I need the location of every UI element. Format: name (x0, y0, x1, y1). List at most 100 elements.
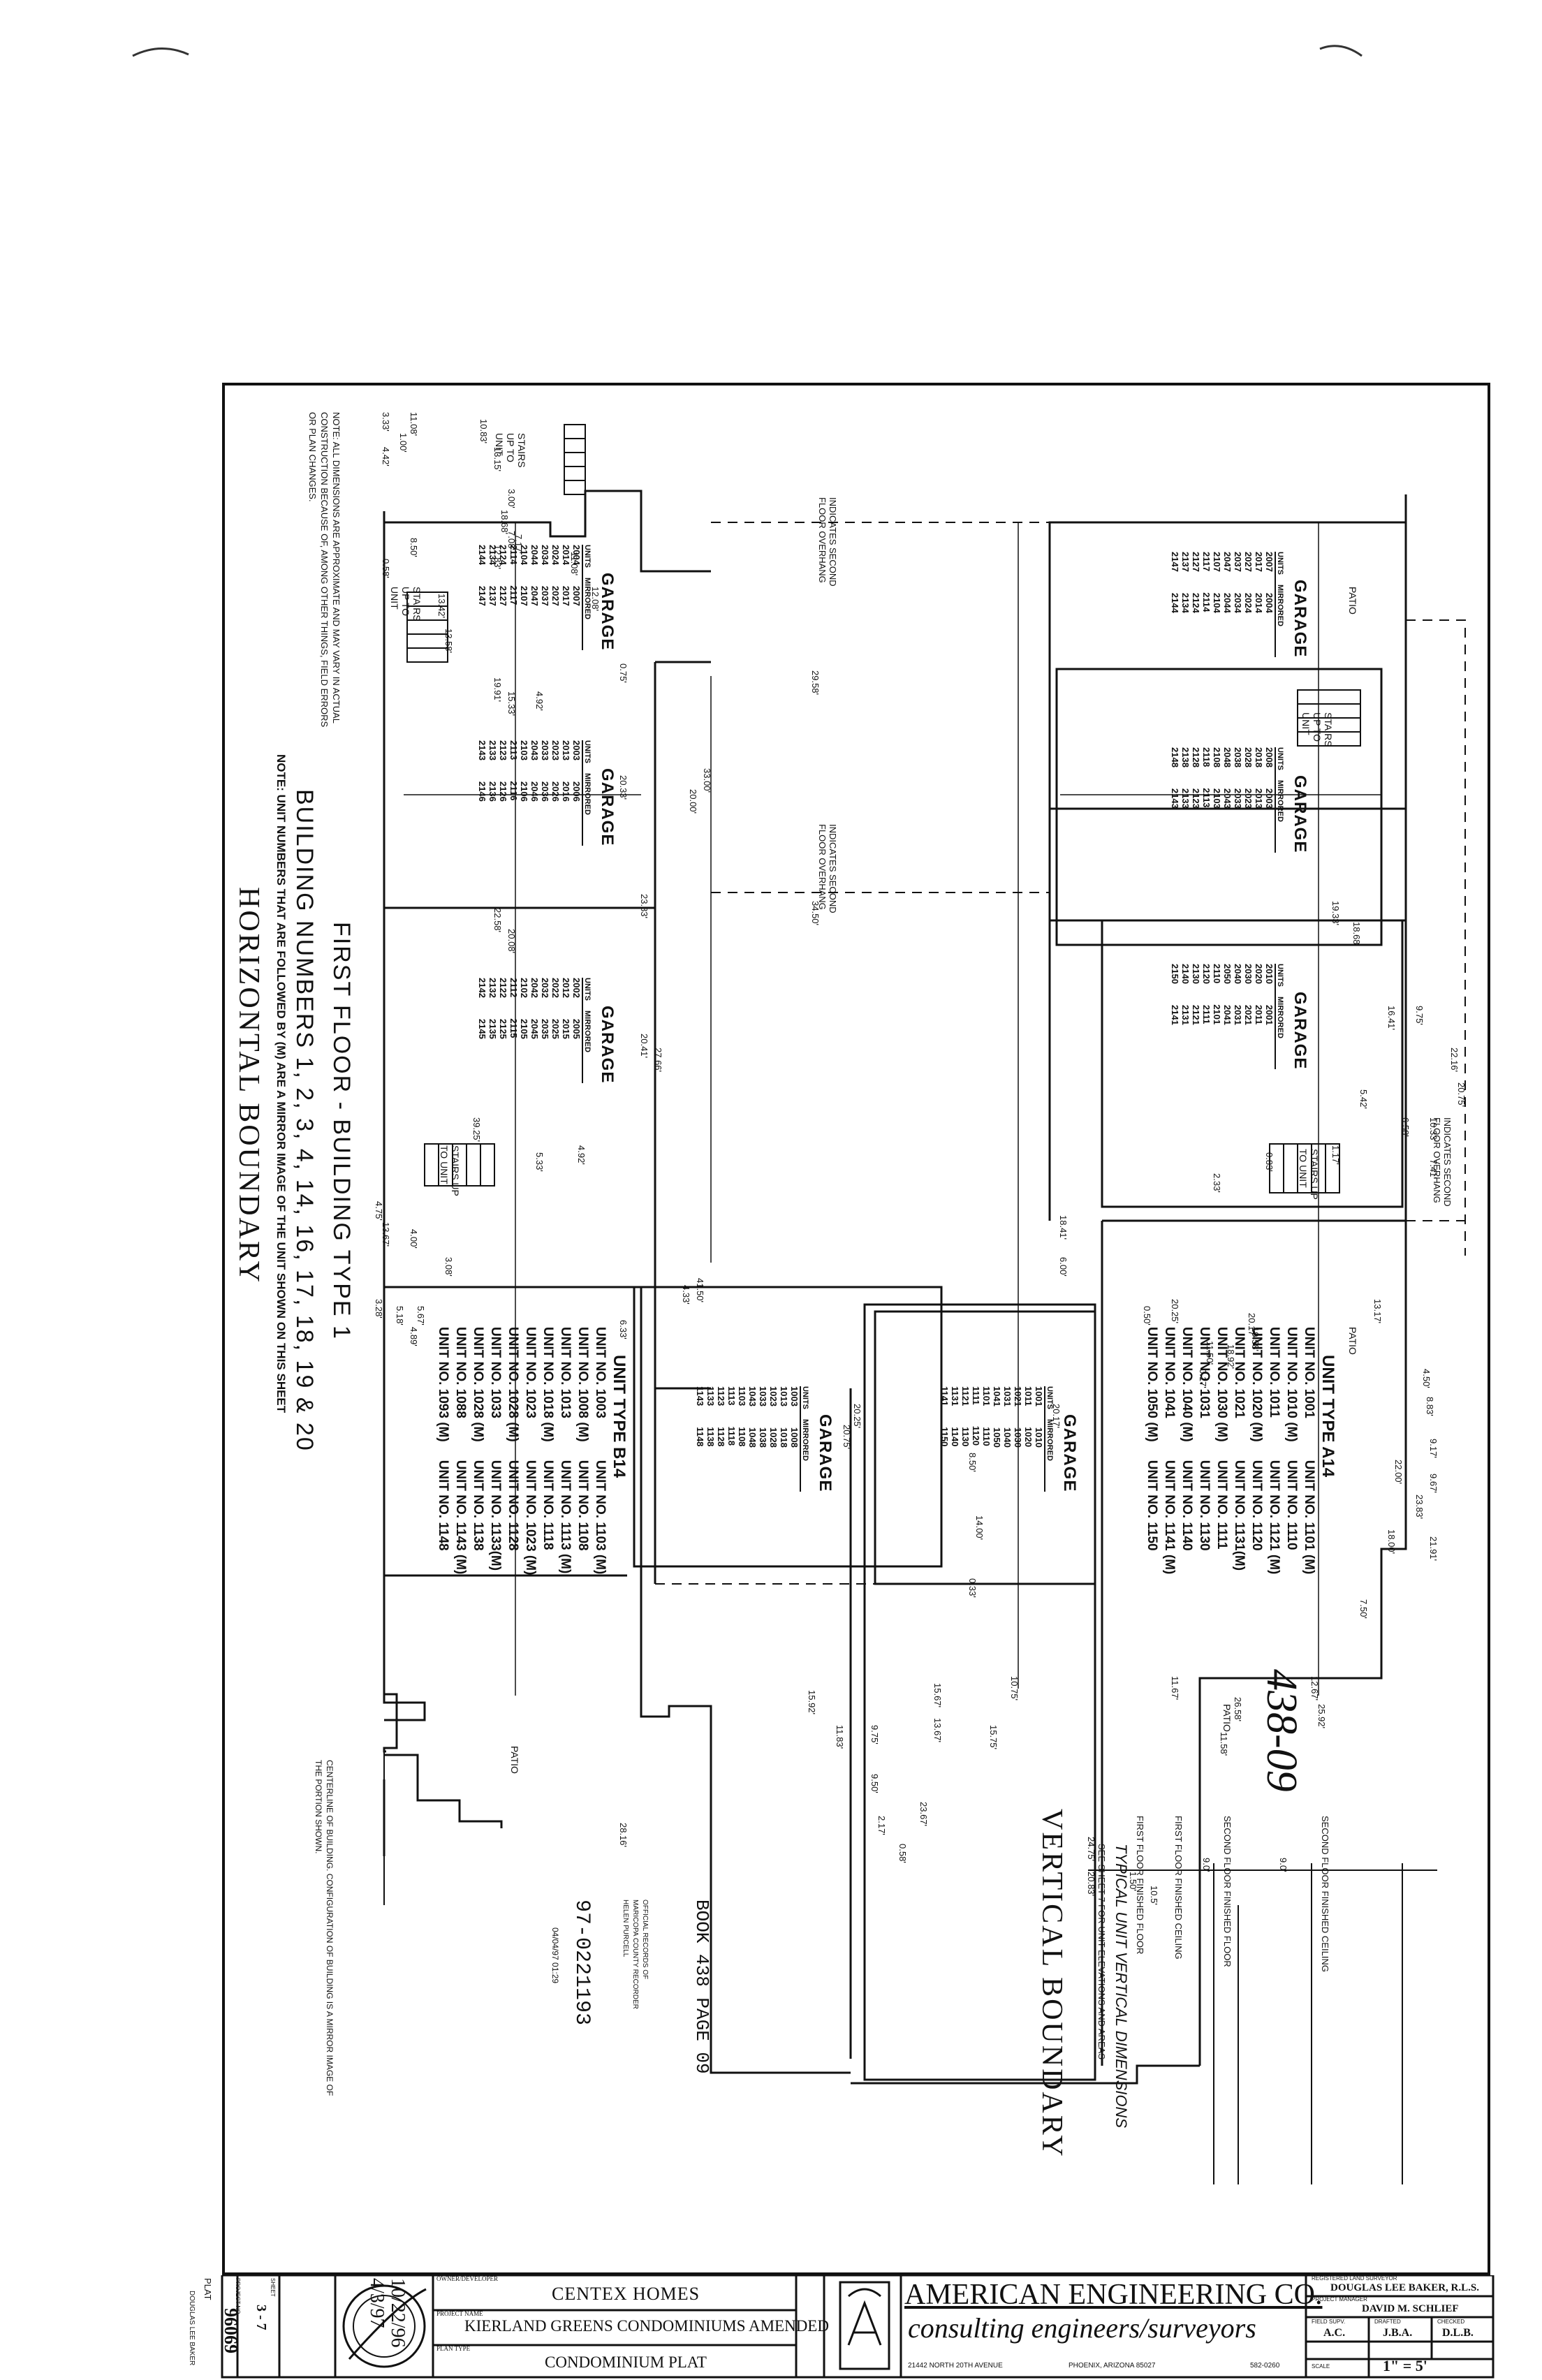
garage-unit-mirrored: 2121 (1191, 1004, 1201, 1025)
garage-unit: 2138 (1180, 747, 1191, 767)
dimension-label: 15.92' (807, 1690, 817, 1715)
garage-unit-mirrored: 1038 (758, 1427, 768, 1448)
garage-header-cell: MIRRORED (1276, 780, 1284, 822)
dimension-label: 0.17' (1198, 1369, 1208, 1388)
dimension-label: 29.58' (810, 670, 821, 696)
garage-unit: 2047 (1222, 552, 1233, 572)
garage-unit-mirrored: 2124 (1191, 592, 1201, 613)
date: 4/3/97 (366, 2278, 388, 2328)
dimension-label: 27.66' (653, 1048, 663, 1073)
garage-unit: 2117 (1201, 552, 1212, 572)
garage-unit-mirrored: 2105 (519, 1018, 529, 1039)
garage-unit: 2137 (1180, 552, 1191, 572)
typical-dims-value: 9.0' (1278, 1858, 1288, 1872)
garage-unit-mirrored: 2034 (1233, 592, 1243, 613)
garage-unit: 2007 (1264, 552, 1275, 572)
dimension-label: 14.00' (974, 1515, 985, 1541)
manager-caption: PROJECT MANAGER (1312, 2296, 1367, 2302)
garage-unit-mirrored: 2001 (1264, 1004, 1275, 1025)
dimension-label: 0.75' (618, 663, 629, 683)
dimension-label: 20.25' (852, 1404, 862, 1429)
dimension-label: 22.58' (492, 908, 503, 933)
sheet-caption: SHEET (270, 2278, 276, 2297)
dimension-label: 11.83' (835, 1725, 845, 1749)
garage-unit: 2120 (1201, 964, 1212, 984)
dimension-label: 4.75' (374, 1201, 384, 1221)
dimension-label: 19.33' (1330, 901, 1341, 926)
garage-header-cell: UNITS (1276, 964, 1284, 987)
unit-number: UNIT NO. 1033 (488, 1327, 503, 1418)
unit-number: UNIT NO. 1103 (M) (593, 1460, 608, 1575)
typical-dims-label: SECOND FLOOR FINISHED CEILING (1320, 1816, 1330, 1972)
garage-unit-mirrored: 2141 (1170, 1004, 1180, 1025)
unit-number: UNIT NO. 1093 (M) (436, 1327, 450, 1442)
garage-unit-mirrored: 2145 (477, 1018, 487, 1039)
typical-dims-subtitle: SEE SHEET 7 FOR UNIT ELEVATIONS AND AREA… (1096, 1844, 1107, 2059)
garage-header-cell: UNITS (583, 545, 592, 568)
dimension-label: 8.83' (1425, 1397, 1435, 1416)
dimension-label: 8.50' (409, 538, 419, 557)
garage-unit-mirrored: 2046 (529, 781, 540, 802)
garage-header-cell: MIRRORED (801, 1419, 809, 1461)
garage-unit: 1023 (768, 1386, 779, 1406)
garage-unit: 2018 (1254, 747, 1264, 767)
garage-unit: 2027 (1243, 552, 1254, 572)
garage-unit: 2133 (487, 740, 498, 761)
garage-unit-mirrored: 2117 (508, 585, 519, 605)
garage-unit: 1103 (737, 1386, 747, 1406)
garage-unit: 2150 (1170, 964, 1180, 984)
dimension-label: 15.67' (932, 1683, 943, 1708)
garage-unit: 2034 (540, 545, 550, 565)
dimension-label: 0.50' (1142, 1306, 1152, 1325)
garage-title: GARAGE (1060, 1414, 1079, 1492)
stair-hatching (406, 424, 1361, 1193)
garage-unit-mirrored: 1050 (992, 1427, 1002, 1448)
recording-official: OFFICIAL RECORDS OF MARICOPA COUNTY RECO… (622, 1900, 649, 2009)
garage-unit: 1121 (960, 1386, 971, 1406)
garage-unit: 2050 (1222, 964, 1233, 984)
dimension-label: 12.08' (590, 587, 601, 612)
dimension-label: 13.58' (443, 629, 454, 654)
garage-unit-mirrored: 2036 (540, 781, 550, 802)
unit-type-b14-title: UNIT TYPE B14 (610, 1355, 629, 1478)
dimension-label: 10.75' (1009, 1676, 1020, 1701)
unit-number: UNIT NO. 1113 (M) (558, 1460, 573, 1574)
garage-unit-mirrored: 1110 (981, 1427, 992, 1446)
dimension-label: 23.83' (639, 894, 649, 919)
garage-unit-mirrored: 2103 (1212, 788, 1222, 809)
unit-number: UNIT NO. 1118 (541, 1460, 555, 1550)
typical-dims-value: 10.5' (1149, 1886, 1159, 1905)
garage-unit: 1021 (1013, 1386, 1023, 1406)
garage-unit-mirrored: 2126 (498, 781, 508, 802)
garage-unit-mirrored: 2131 (1180, 1004, 1191, 1025)
unit-number: UNIT NO. 1120 (1249, 1460, 1264, 1551)
sheet-title: FIRST FLOOR - BUILDING TYPE 1 (328, 922, 355, 1340)
garage-header-cell: UNITS (1276, 747, 1284, 770)
dimension-label: 1.17' (1330, 1145, 1341, 1165)
garage-unit: 2048 (1222, 747, 1233, 767)
dimension-label: 20.17' (1051, 1404, 1062, 1429)
unit-number: UNIT NO. 1028 (M) (506, 1327, 520, 1442)
dimension-label: 11.08' (409, 412, 419, 436)
garage-unit-mirrored: 2107 (519, 585, 529, 606)
garage-unit-mirrored: 2015 (561, 1018, 571, 1039)
